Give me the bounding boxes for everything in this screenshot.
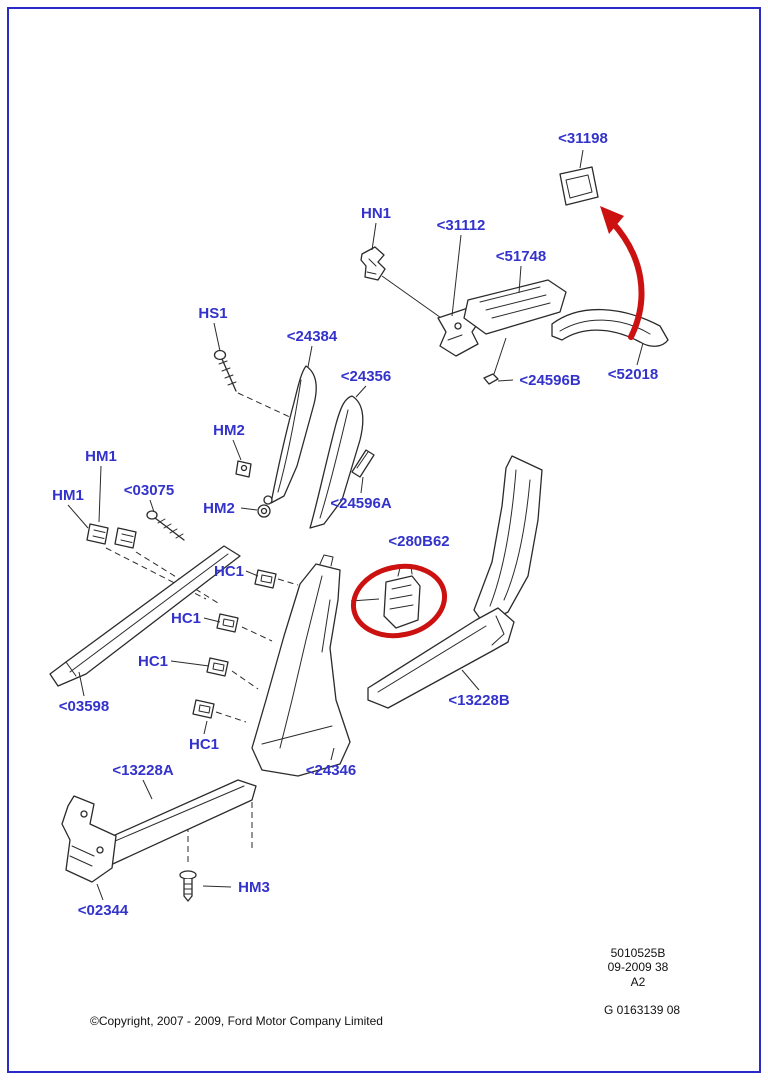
label-24346: <24346	[305, 762, 357, 779]
label-24384: <24384	[286, 328, 338, 345]
label-13228a: <13228A	[112, 762, 174, 779]
part-hm3-pin	[179, 870, 197, 902]
highlight-ellipse	[350, 563, 448, 639]
part-hs1-screw	[213, 349, 237, 392]
label-24596b: <24596B	[519, 372, 581, 389]
label-280b62: <280B62	[388, 533, 450, 550]
part-52018-panel	[551, 308, 669, 347]
label-hm3: HM3	[238, 879, 270, 896]
label-hs1: HS1	[198, 305, 228, 322]
part-03075-screw	[146, 510, 185, 541]
part-51748-tray	[463, 279, 567, 335]
label-hc1-b: HC1	[170, 610, 202, 627]
part-13228b-sill	[367, 607, 515, 709]
leader-lines	[67, 149, 644, 901]
label-13228b: <13228B	[448, 692, 510, 709]
part-hm1-clip-a	[86, 523, 109, 545]
label-hm1-b: HM1	[52, 487, 84, 504]
part-24384-trim	[270, 365, 317, 504]
date-line: 09-2009 38	[607, 960, 669, 975]
label-hn1: HN1	[360, 205, 392, 222]
label-52018: <52018	[607, 366, 659, 383]
copyright: ©Copyright, 2007 - 2009, Ford Motor Comp…	[90, 1014, 383, 1028]
part-hm1-clip-b	[114, 527, 137, 549]
label-hc1-d: HC1	[188, 736, 220, 753]
part-hn1-clip	[360, 246, 386, 281]
label-02344: <02344	[77, 902, 129, 919]
part-03598-trim	[49, 545, 241, 687]
part-02344-bracket	[61, 795, 117, 883]
part-hc1-clip-b	[216, 613, 239, 633]
label-24356: <24356	[340, 368, 392, 385]
label-03075: <03075	[123, 482, 175, 499]
doc-id: 5010525B	[610, 946, 666, 960]
part-hc1-clip-a	[254, 569, 277, 589]
part-31198-panel	[559, 166, 599, 206]
part-c-pillar-trim	[473, 455, 543, 625]
part-24356-trim	[263, 395, 364, 529]
red-arrow-head	[600, 206, 624, 234]
part-24596b-clip	[483, 373, 499, 385]
label-hc1-a: HC1	[213, 563, 245, 580]
ref-code: G 0163139 08	[604, 1003, 681, 1017]
part-24596a-strip	[351, 449, 375, 478]
red-arrow	[600, 206, 645, 340]
label-hm1-a: HM1	[85, 448, 117, 465]
label-31112: <31112	[436, 217, 486, 234]
sheet-id: A2	[630, 974, 646, 989]
label-hm2-a: HM2	[213, 422, 245, 439]
part-hm2-clip-a	[235, 460, 252, 478]
label-24596a: <24596A	[330, 495, 392, 512]
part-280b62-module	[383, 565, 421, 629]
plate-block: 5010525B 09-2009 38 A2	[578, 946, 698, 989]
part-hm2-clip-b	[257, 504, 271, 518]
label-hm2-b: HM2	[203, 500, 235, 517]
part-hc1-clip-d	[192, 699, 215, 719]
label-03598: <03598	[58, 698, 110, 715]
label-31198: <31198	[558, 130, 608, 147]
part-hc1-clip-c	[206, 657, 229, 677]
label-hc1-c: HC1	[137, 653, 169, 670]
label-51748: <51748	[495, 248, 547, 265]
part-24346-trim	[251, 554, 351, 777]
